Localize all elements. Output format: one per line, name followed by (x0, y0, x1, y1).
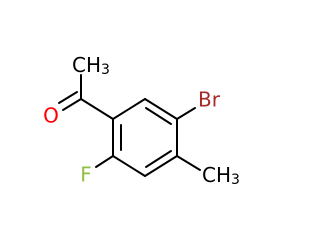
acetyl-methyl-symbol: CH (72, 53, 101, 77)
ring-bond-c2-c3-inner (145, 107, 172, 125)
acetyl-methyl-subscript: 3 (101, 62, 110, 78)
molecule-structure: CH3 O Br F CH3 (43, 53, 240, 189)
atom-label-fluorine: F (80, 163, 92, 187)
bond-ring-bromine (176, 107, 196, 120)
bond-ring-fluorine (95, 155, 114, 168)
ring-methyl-subscript: 3 (231, 172, 240, 188)
ring-bond-c5-c6 (112, 155, 146, 177)
atom-label-ring-methyl: CH3 (202, 163, 240, 189)
bond-carbonyl-oxygen-second (58, 91, 78, 104)
ring-bond-c4-c5 (144, 155, 178, 177)
ring-bond-c4-c5-inner (145, 150, 172, 168)
bond-ring-carbonyl (80, 98, 114, 120)
bond-carbonyl-oxygen (62, 98, 82, 111)
ring-bond-c2-c3 (144, 98, 178, 120)
atom-label-bromine: Br (198, 88, 221, 112)
benzene-ring (112, 98, 178, 177)
atom-label-oxygen: O (43, 104, 59, 128)
atom-label-acetyl-methyl: CH3 (72, 53, 110, 79)
ring-methyl-symbol: CH (202, 163, 231, 187)
bond-ring-methyl (176, 155, 201, 171)
ring-bond-c1-c2 (112, 98, 146, 120)
